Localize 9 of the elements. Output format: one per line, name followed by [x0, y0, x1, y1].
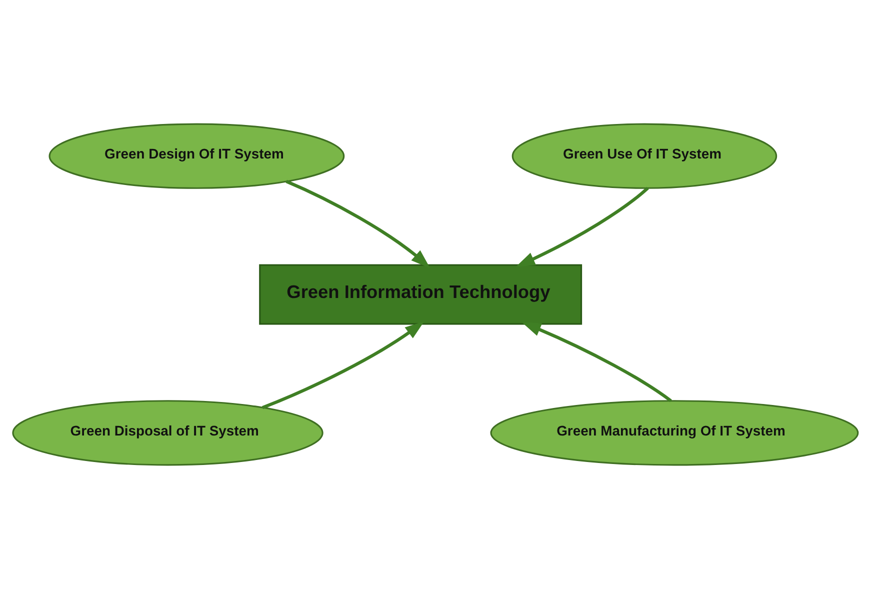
node-ellipse: Green Use Of IT System: [512, 123, 778, 189]
arrow: [262, 321, 424, 410]
arrow: [286, 180, 430, 268]
node-ellipse: Green Manufacturing Of IT System: [490, 400, 859, 466]
arrow: [522, 322, 672, 402]
node-box: Green Information Technology: [259, 264, 582, 325]
node-ellipse: Green Disposal of IT System: [12, 400, 324, 466]
arrow: [516, 186, 649, 267]
node-ellipse: Green Design Of IT System: [48, 123, 345, 189]
